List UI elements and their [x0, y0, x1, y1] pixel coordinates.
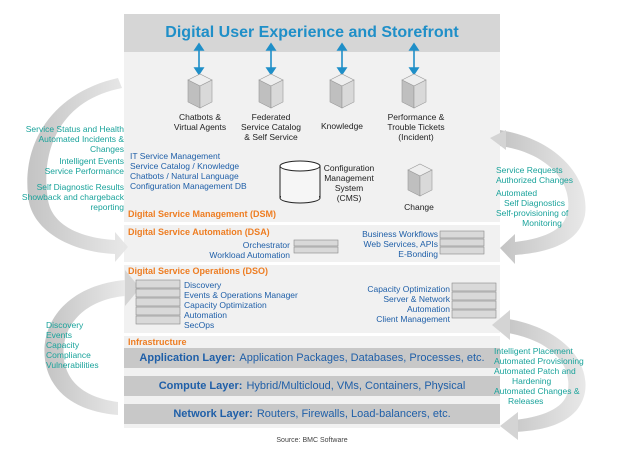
flow-label: Discovery	[46, 320, 84, 330]
flow-label: Self Diagnostics	[504, 198, 565, 208]
left-lower-labels: Discovery Events Capacity Compliance Vul…	[46, 320, 126, 370]
dsm-items: IT Service Management Service Catalog / …	[130, 151, 280, 191]
dsa-item: E-Bonding	[398, 249, 438, 259]
layer-name: Compute Layer:	[158, 380, 243, 392]
section-divider	[124, 262, 500, 265]
dso-item: Capacity Optimization	[367, 284, 450, 294]
dsm-item: IT Service Management	[130, 151, 221, 161]
flow-label: Capacity	[46, 340, 80, 350]
layer-name: Application Layer:	[139, 352, 236, 364]
dsa-left-server-stack	[293, 239, 339, 254]
left-upper-labels: Service Status and Health Automated Inci…	[6, 124, 124, 212]
dsa-item: Web Services, APIs	[363, 239, 438, 249]
node-label-chatbots: Chatbots & Virtual Agents	[173, 112, 227, 132]
right-upper-flow-arrow	[500, 130, 586, 264]
flow-label: Service Requests	[496, 165, 563, 175]
layer-text: Routers, Firewalls, Load-balancers, etc.	[256, 408, 451, 420]
compute-layer: Compute Layer: Hybrid/Multicloud, VMs, C…	[124, 376, 500, 396]
dsa-right-items: Business Workflows Web Services, APIs E-…	[340, 229, 438, 259]
dso-item: Capacity Optimization	[184, 300, 267, 310]
dsa-title: Digital Service Automation (DSA)	[128, 227, 270, 237]
flow-label: reporting	[90, 202, 124, 212]
dso-left-items: Discovery Events & Operations Manager Ca…	[184, 280, 324, 330]
flow-label: Self-provisioning of	[496, 208, 569, 218]
dsa-item: Workload Automation	[209, 250, 290, 260]
flow-label: Automated Incidents &	[38, 134, 124, 144]
layer-text: Application Packages, Databases, Process…	[239, 352, 485, 364]
dsa-left-items: Orchestrator Workload Automation	[190, 240, 290, 260]
dsa-item: Business Workflows	[362, 229, 438, 239]
flow-label: Events	[46, 330, 72, 340]
flow-label: Service Performance	[44, 166, 124, 176]
dso-item: Server & Network	[383, 294, 450, 304]
flow-label: Automated Patch and	[494, 366, 576, 376]
flow-label: Compliance	[46, 350, 91, 360]
cube-icon	[258, 73, 284, 109]
dsm-item: Configuration Management DB	[130, 181, 247, 191]
connector-arrows	[193, 42, 420, 76]
section-divider	[124, 222, 500, 225]
cube-icon	[187, 73, 213, 109]
flow-label: Automated Provisioning	[494, 356, 584, 366]
dso-item: Automation	[184, 310, 227, 320]
flow-label: Monitoring	[522, 218, 562, 228]
dsm-item: Chatbots / Natural Language	[130, 171, 239, 181]
left-lower-flow-arrow	[44, 280, 125, 415]
dso-item: Automation	[407, 304, 450, 314]
flow-label: Automated	[496, 188, 538, 198]
layer-name: Network Layer:	[173, 408, 253, 420]
application-layer: Application Layer: Application Packages,…	[124, 348, 500, 368]
network-layer: Network Layer: Routers, Firewalls, Load-…	[124, 404, 500, 424]
dso-item: SecOps	[184, 320, 215, 330]
change-label: Change	[404, 202, 434, 212]
right-lower-flow-arrow	[502, 318, 586, 432]
flow-label: Changes	[89, 144, 124, 154]
dso-right-items: Capacity Optimization Server & Network A…	[340, 284, 450, 324]
left-upper-flow-arrow	[27, 78, 128, 262]
flow-label: Authorized Changes	[496, 175, 574, 185]
layer-text: Hybrid/Multicloud, VMs, Containers, Phys…	[246, 380, 466, 392]
node-label-performance: Performance & Trouble Tickets (Incident)	[387, 112, 445, 142]
diagram-title: Digital User Experience and Storefront	[124, 14, 500, 52]
right-upper-labels: Service Requests Authorized Changes Auto…	[496, 165, 620, 228]
dsm-title: Digital Service Management (DSM)	[128, 209, 277, 219]
flow-label: Intelligent Events	[59, 156, 124, 166]
source-caption: Source: BMC Software	[276, 437, 348, 444]
flow-label: Showback and chargeback	[21, 192, 124, 202]
flow-label: Vulnerabilities	[46, 360, 99, 370]
cms-label: Configuration Management System (CMS)	[323, 163, 375, 203]
flow-label: Automated Changes &	[494, 386, 580, 396]
flow-label: Service Status and Health	[25, 124, 124, 134]
dso-item: Client Management	[376, 314, 450, 324]
dso-right-server-stack	[451, 282, 497, 319]
cms-database-icon	[279, 160, 321, 204]
dso-left-server-stack	[135, 279, 181, 325]
dso-item: Discovery	[184, 280, 222, 290]
infrastructure-title: Infrastructure	[128, 337, 187, 347]
cube-icon	[401, 73, 427, 109]
change-cube-icon	[407, 163, 433, 197]
dsa-item: Orchestrator	[242, 240, 290, 250]
node-label-knowledge: Knowledge	[320, 121, 364, 131]
flow-label: Hardening	[512, 376, 552, 386]
right-lower-labels: Intelligent Placement Automated Provisio…	[494, 346, 620, 406]
flow-label: Self Diagnostic Results	[36, 182, 124, 192]
dso-item: Events & Operations Manager	[184, 290, 298, 300]
dsm-item: Service Catalog / Knowledge	[130, 161, 240, 171]
node-label-service-catalog: Federated Service Catalog & Self Service	[240, 112, 301, 142]
flow-label: Releases	[508, 396, 544, 406]
section-divider	[124, 333, 500, 336]
cube-icon	[329, 73, 355, 109]
flow-label: Intelligent Placement	[494, 346, 573, 356]
dsa-right-server-stack	[439, 230, 485, 255]
dso-title: Digital Service Operations (DSO)	[128, 266, 269, 276]
